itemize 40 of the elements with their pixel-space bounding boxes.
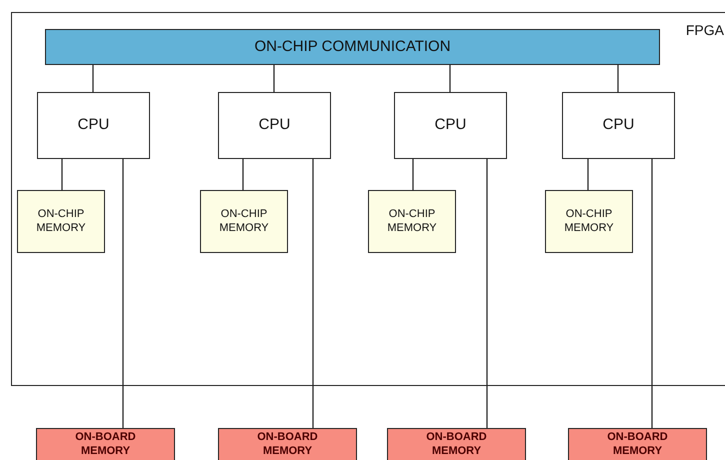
box-label: ON-BOARD MEMORY: [425, 431, 488, 459]
memory-box: [545, 190, 633, 253]
connector-line: [122, 159, 124, 428]
box-label: CPU: [602, 116, 634, 135]
memory-box: [36, 428, 175, 460]
bus-bar: [45, 29, 660, 65]
frame-label: FPGA: [686, 22, 724, 40]
memory-box: [17, 190, 105, 253]
box-label: ON-CHIP MEMORY: [218, 208, 270, 236]
connector-line: [61, 159, 63, 190]
fpga-frame: [11, 12, 725, 386]
connector-line: [651, 159, 653, 428]
connector-line: [273, 65, 275, 92]
box-label: ON-BOARD MEMORY: [256, 431, 319, 459]
box-label: ON-CHIP MEMORY: [386, 208, 438, 236]
connector-line: [587, 159, 589, 190]
box-label: ON-BOARD MEMORY: [74, 431, 137, 459]
memory-box: [218, 428, 357, 460]
box-label: CPU: [258, 116, 290, 135]
connector-line: [486, 159, 488, 428]
connector-line: [92, 65, 94, 92]
memory-box: [200, 190, 288, 253]
box-label: ON-CHIP MEMORY: [563, 208, 615, 236]
box-label: CPU: [78, 116, 110, 135]
box-label: ON-CHIP COMMUNICATION: [254, 38, 451, 56]
cpu-box: [394, 92, 507, 159]
memory-box: [387, 428, 526, 460]
box-label: CPU: [434, 116, 466, 135]
connector-line: [449, 65, 451, 92]
connector-line: [242, 159, 244, 190]
connector-line: [412, 159, 414, 190]
box-label: ON-BOARD MEMORY: [606, 431, 669, 459]
memory-box: [568, 428, 707, 460]
cpu-box: [218, 92, 331, 159]
connector-line: [617, 65, 619, 92]
memory-box: [368, 190, 456, 253]
cpu-box: [37, 92, 150, 159]
cpu-box: [562, 92, 675, 159]
connector-line: [312, 159, 314, 428]
box-label: ON-CHIP MEMORY: [35, 208, 87, 236]
